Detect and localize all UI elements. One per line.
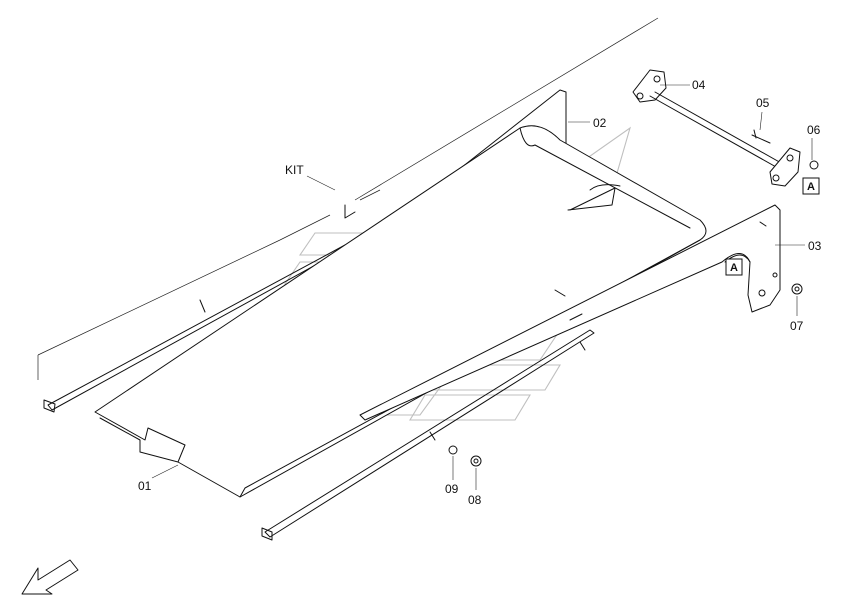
part-04-bar [632, 69, 801, 187]
cover-01 [94, 125, 707, 498]
label-05: 05 [756, 96, 770, 110]
label-01: 01 [138, 479, 152, 493]
label-04: 04 [692, 78, 706, 92]
panel-03 [359, 204, 781, 421]
reference-marker-a-panel: A [725, 258, 743, 276]
direction-arrow-icon [21, 559, 79, 595]
kit-boundary [37, 17, 659, 380]
label-07: 07 [790, 319, 804, 333]
label-08: 08 [468, 493, 482, 507]
svg-text:A: A [730, 262, 738, 274]
reference-marker-a-top: A [802, 177, 820, 195]
label-03: 03 [808, 239, 822, 253]
label-02: 02 [593, 116, 607, 130]
part-08-nut [470, 455, 482, 467]
label-06: 06 [807, 123, 821, 137]
part-07-nut [791, 283, 803, 295]
part-06-nut [809, 160, 819, 170]
label-kit: KIT [285, 163, 304, 177]
svg-text:A: A [807, 181, 815, 193]
leader-lines [151, 84, 813, 490]
front-rod [261, 329, 595, 541]
part-09-nut [448, 445, 458, 455]
part-05-bolt [751, 129, 771, 144]
label-09: 09 [445, 482, 459, 496]
